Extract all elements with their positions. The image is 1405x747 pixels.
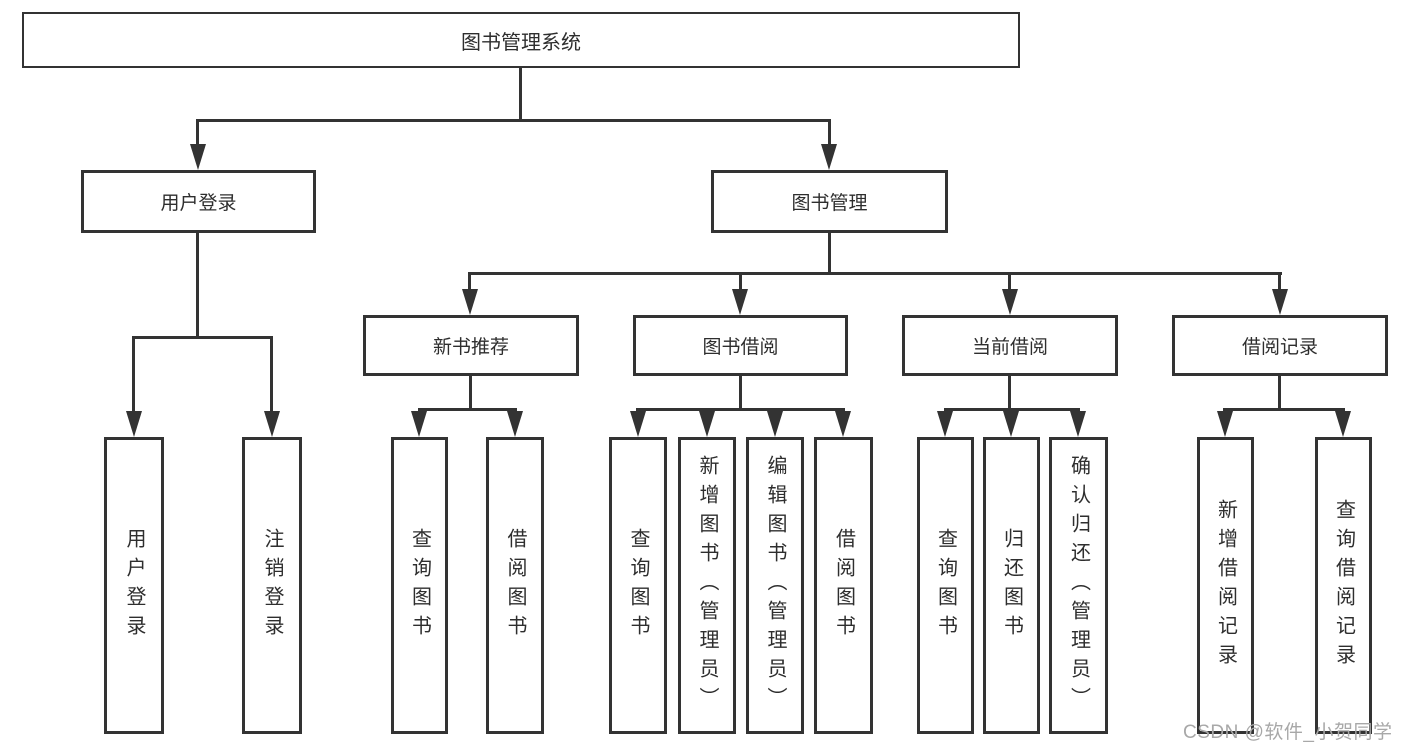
leaf-user-login: 用户登录 <box>104 437 164 734</box>
arrow-down-icon <box>821 144 837 170</box>
connector-to-book-mgmt <box>828 119 831 147</box>
connector-new-book-stem <box>469 375 472 411</box>
leaf-nb-borrow-label: 借阅图书 <box>504 527 526 644</box>
node-book-mgmt-label: 图书管理 <box>791 193 868 214</box>
arrow-down-icon <box>1335 411 1351 437</box>
leaf-user-login-label: 用户登录 <box>123 527 145 644</box>
node-user-login-label: 用户登录 <box>160 193 237 214</box>
node-current-borrow-label: 当前借阅 <box>971 337 1048 358</box>
connector-new-book-rail <box>418 408 517 411</box>
node-borrow-record: 借阅记录 <box>1172 315 1388 376</box>
node-current-borrow: 当前借阅 <box>902 315 1118 376</box>
arrow-down-icon <box>190 144 206 170</box>
node-root-label: 图书管理系统 <box>461 31 581 54</box>
leaf-nb-borrow: 借阅图书 <box>486 437 544 734</box>
arrow-down-icon <box>1272 289 1288 315</box>
node-book-mgmt: 图书管理 <box>711 170 948 233</box>
arrow-down-icon <box>1002 289 1018 315</box>
arrow-down-icon <box>462 289 478 315</box>
leaf-logout-label: 注销登录 <box>261 527 283 644</box>
node-new-book: 新书推荐 <box>363 315 579 376</box>
connector-to-leaf-user-login <box>132 336 135 414</box>
connector-to-borrow-record <box>1278 272 1281 297</box>
arrow-down-icon <box>507 411 523 437</box>
connector-book-borrow-stem <box>739 375 742 411</box>
arrow-down-icon <box>767 411 783 437</box>
leaf-cb-return-label: 归还图书 <box>1000 527 1023 644</box>
arrow-down-icon <box>264 411 280 437</box>
leaf-cb-query-label: 查询图书 <box>934 527 957 644</box>
connector-user-login-stem <box>196 233 199 338</box>
leaf-br-add: 新增借阅记录 <box>1197 437 1254 734</box>
leaf-bb-borrow: 借阅图书 <box>814 437 873 734</box>
leaf-br-add-label: 新增借阅记录 <box>1214 498 1237 673</box>
connector-to-leaf-logout <box>270 336 273 414</box>
leaf-br-query: 查询借阅记录 <box>1315 437 1372 734</box>
node-book-borrow: 图书借阅 <box>633 315 848 376</box>
arrow-down-icon <box>1070 411 1086 437</box>
leaf-bb-add-label: 新增图书（管理员） <box>696 455 718 716</box>
leaf-cb-query: 查询图书 <box>917 437 974 734</box>
leaf-bb-edit-label: 编辑图书（管理员） <box>764 455 786 716</box>
leaf-nb-query: 查询图书 <box>391 437 448 734</box>
connector-to-user-login <box>196 119 199 147</box>
arrow-down-icon <box>1003 411 1019 437</box>
leaf-nb-query-label: 查询图书 <box>408 527 431 644</box>
node-book-borrow-label: 图书借阅 <box>702 337 779 358</box>
connector-book-borrow-rail <box>636 408 845 411</box>
node-new-book-label: 新书推荐 <box>432 337 509 358</box>
leaf-bb-edit: 编辑图书（管理员） <box>746 437 804 734</box>
connector-root-stem <box>519 67 522 121</box>
leaf-cb-confirm: 确认归还（管理员） <box>1049 437 1108 734</box>
leaf-logout: 注销登录 <box>242 437 302 734</box>
arrow-down-icon <box>411 411 427 437</box>
node-borrow-record-label: 借阅记录 <box>1241 337 1318 358</box>
arrow-down-icon <box>699 411 715 437</box>
node-root: 图书管理系统 <box>22 12 1020 68</box>
arrow-down-icon <box>937 411 953 437</box>
connector-to-current-borrow <box>1008 272 1011 297</box>
arrow-down-icon <box>630 411 646 437</box>
connector-to-new-book <box>468 272 471 297</box>
leaf-br-query-label: 查询借阅记录 <box>1332 498 1355 673</box>
connector-level1-rail <box>196 119 830 122</box>
connector-borrow-record-stem <box>1278 375 1281 411</box>
csdn-watermark: CSDN @软件_小贺同学 <box>1183 722 1393 743</box>
leaf-cb-return: 归还图书 <box>983 437 1040 734</box>
leaf-bb-query: 查询图书 <box>609 437 667 734</box>
leaf-cb-confirm-label: 确认归还（管理员） <box>1067 455 1090 716</box>
leaf-bb-add: 新增图书（管理员） <box>678 437 736 734</box>
arrow-down-icon <box>732 289 748 315</box>
connector-user-login-rail <box>132 336 273 339</box>
connector-level3-rail <box>468 272 1282 275</box>
connector-borrow-record-rail <box>1223 408 1345 411</box>
leaf-bb-borrow-label: 借阅图书 <box>832 527 855 644</box>
arrow-down-icon <box>1217 411 1233 437</box>
arrow-down-icon <box>126 411 142 437</box>
connector-book-mgmt-stem <box>828 233 831 275</box>
node-user-login: 用户登录 <box>81 170 316 233</box>
arrow-down-icon <box>835 411 851 437</box>
connector-to-book-borrow <box>739 272 742 297</box>
connector-current-borrow-stem <box>1008 375 1011 411</box>
leaf-bb-query-label: 查询图书 <box>627 527 649 644</box>
